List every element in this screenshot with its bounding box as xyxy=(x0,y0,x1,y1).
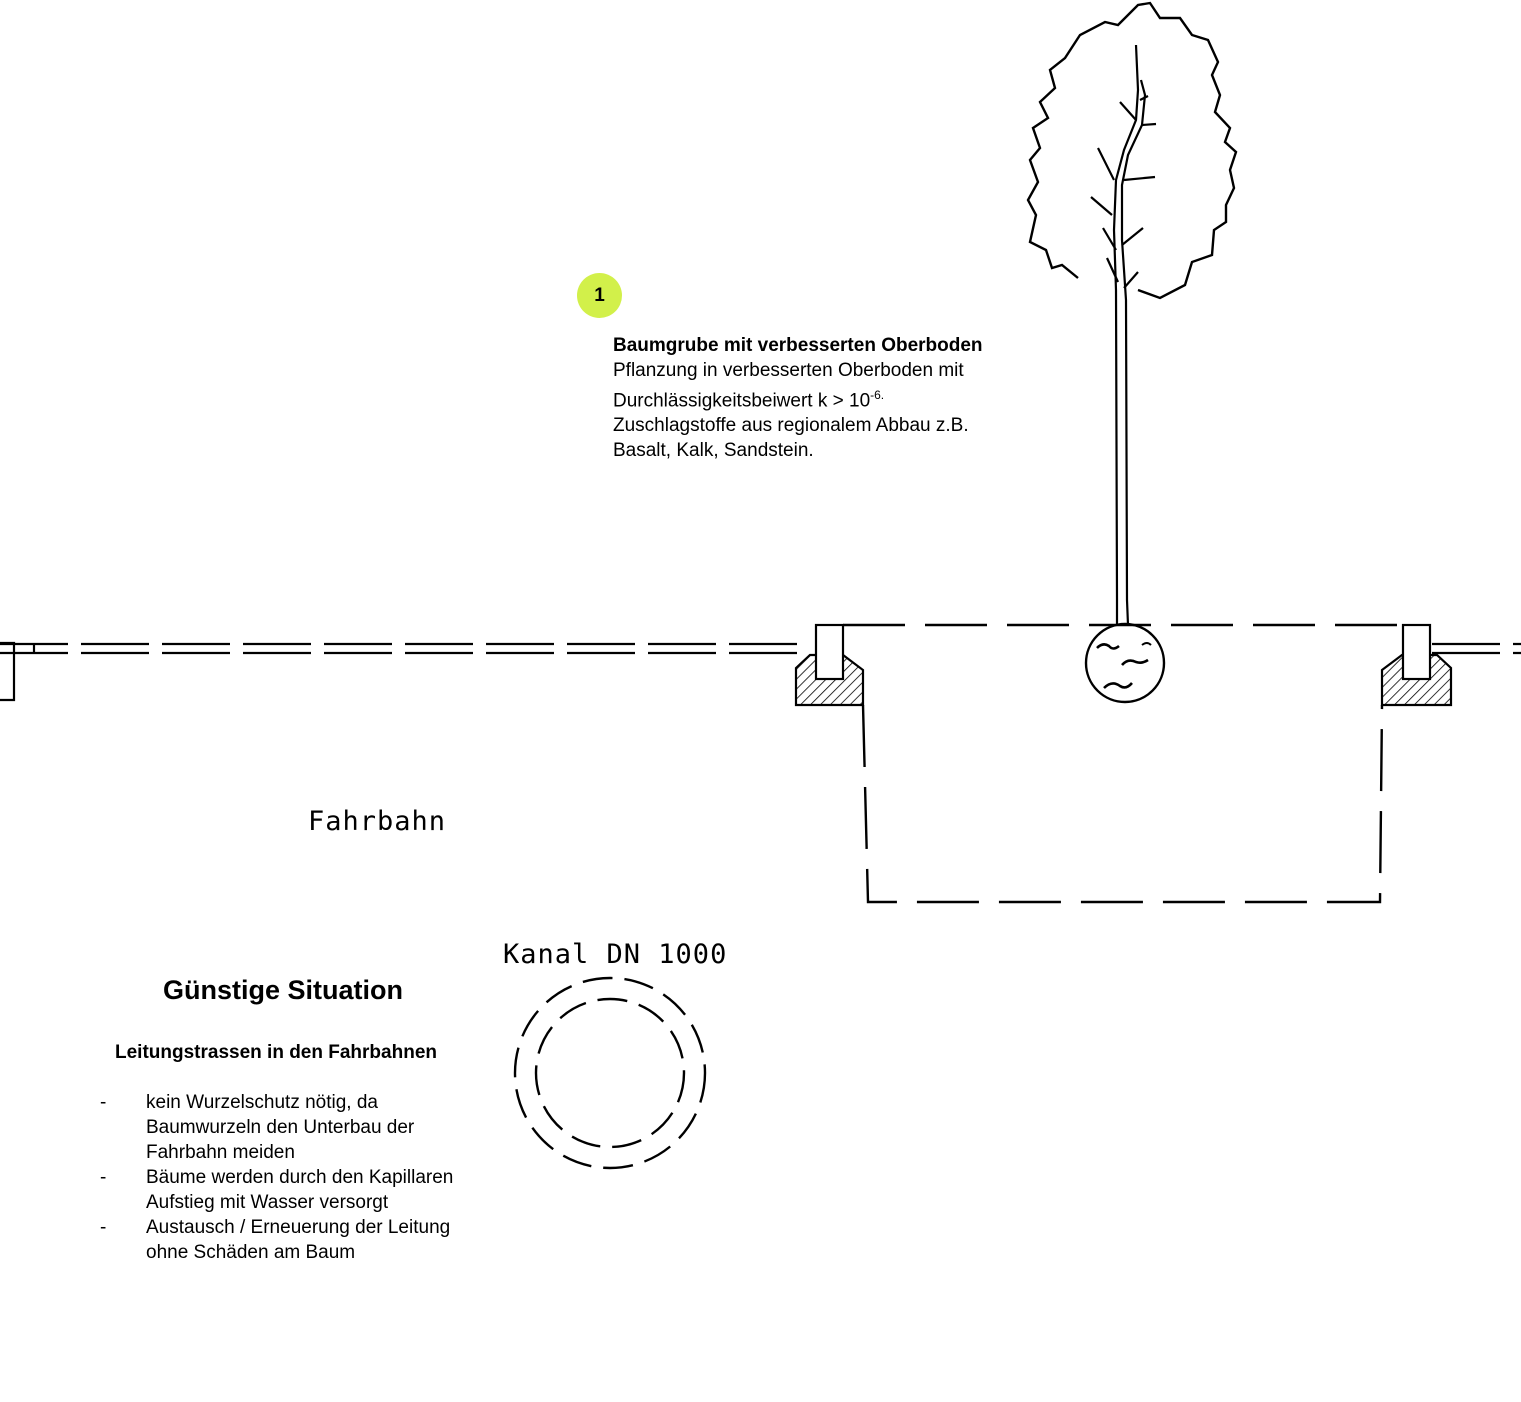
bullet-dash: - xyxy=(100,1167,107,1188)
roadway-label: Fahrbahn xyxy=(308,806,447,837)
tree-crown xyxy=(1026,1,1238,300)
tree-pit-line3: Zuschlagstoffe aus regionalem Abbau z.B. xyxy=(613,415,969,437)
tree-pit-line2-text: Durchlässigkeitsbeiwert k > 10 xyxy=(613,390,871,412)
tree-pit-outline xyxy=(861,704,1384,904)
curb-right xyxy=(1380,623,1453,707)
bullet-item: - Austausch / Erneuerung der Leitung ohn… xyxy=(100,1215,453,1265)
situation-title: Günstige Situation xyxy=(163,975,403,1005)
bullet-dash: - xyxy=(100,1092,107,1113)
bullet-line: ohne Schäden am Baum xyxy=(146,1242,356,1263)
road-surface-lines xyxy=(0,642,1521,655)
bullet-line: Austausch / Erneuerung der Leitung xyxy=(146,1217,451,1238)
root-ball xyxy=(1084,622,1166,704)
channel-pipe xyxy=(513,976,707,1170)
bullet-line: Fahrbahn meiden xyxy=(146,1142,295,1163)
tree-pit-line2-exponent: -6. xyxy=(870,388,885,402)
tree-trunk xyxy=(1090,44,1157,626)
bullet-item: - kein Wurzelschutz nötig, da Baumwurzel… xyxy=(100,1090,453,1165)
tree-pit-note: Baumgrube mit verbesserten Oberboden Pfl… xyxy=(613,333,983,463)
bullet-dash: - xyxy=(100,1217,107,1238)
bullet-line: kein Wurzelschutz nötig, da xyxy=(146,1092,378,1113)
marker-badge: 1 xyxy=(577,273,622,318)
bullet-line: Aufstieg mit Wasser versorgt xyxy=(146,1192,389,1213)
bullet-item: - Bäume werden durch den Kapillaren Aufs… xyxy=(100,1165,453,1215)
curb-left xyxy=(794,623,865,707)
tree-pit-line1: Pflanzung in verbesserten Oberboden mit xyxy=(613,360,964,381)
situation-subtitle: Leitungstrassen in den Fahrbahnen xyxy=(115,1042,437,1063)
left-curb-partial xyxy=(0,641,16,702)
tree-pit-line4: Basalt, Kalk, Sandstein. xyxy=(613,440,814,462)
bullet-line: Bäume werden durch den Kapillaren xyxy=(146,1167,454,1188)
bullet-line: Baumwurzeln den Unterbau der xyxy=(146,1117,415,1138)
tree-pit-line2: Durchlässigkeitsbeiwert k > 10-6. xyxy=(613,383,983,413)
situation-bullets: - kein Wurzelschutz nötig, da Baumwurzel… xyxy=(100,1090,453,1265)
channel-label: Kanal DN 1000 xyxy=(503,939,728,970)
tree-pit-heading: Baumgrube mit verbesserten Oberboden xyxy=(613,335,983,356)
